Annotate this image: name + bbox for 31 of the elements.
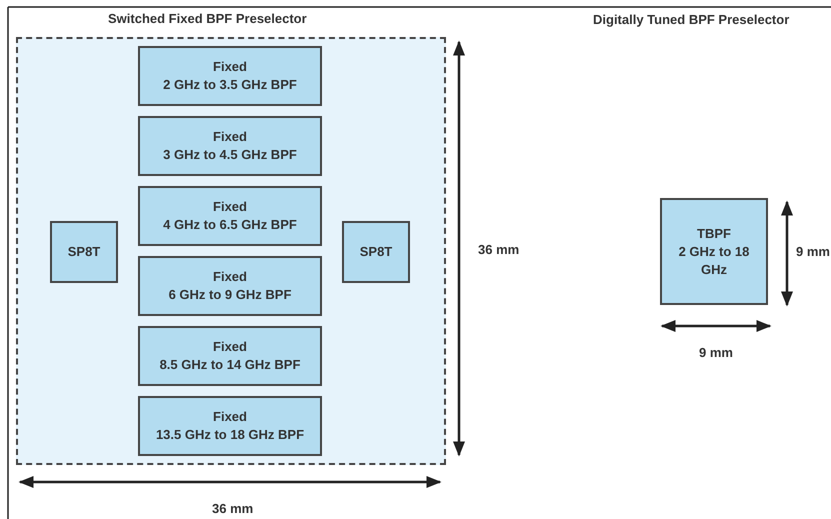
switch-box bbox=[342, 221, 410, 283]
frequency-range: 2 GHz to 3.5 GHz BPF bbox=[163, 76, 297, 94]
section-heading: Digitally Tuned BPF Preselector bbox=[593, 12, 790, 27]
dimension-label: 36 mm bbox=[478, 242, 520, 257]
frequency-range: 4 GHz to 6.5 GHz BPF bbox=[163, 216, 297, 234]
filter-box bbox=[138, 326, 322, 386]
section-heading: Switched Fixed BPF Preselector bbox=[108, 10, 307, 28]
switch-box bbox=[50, 221, 118, 283]
filter-title: TBPF bbox=[697, 224, 731, 242]
frequency-range: 8.5 GHz to 14 GHz BPF bbox=[160, 356, 300, 374]
filter-box bbox=[660, 198, 768, 305]
filter-title: Fixed bbox=[213, 338, 247, 356]
filter-title: Fixed bbox=[213, 58, 247, 76]
filter-title: Fixed bbox=[213, 408, 247, 426]
switch-label: SP8T bbox=[360, 243, 392, 261]
filter-box bbox=[138, 46, 322, 106]
dimension-label: 9 mm bbox=[699, 345, 733, 360]
frequency-range: 2 GHz to 18 GHz bbox=[678, 242, 750, 278]
filter-box bbox=[138, 116, 322, 176]
filter-title: Fixed bbox=[213, 128, 247, 146]
filter-box bbox=[138, 256, 322, 316]
frequency-range: 3 GHz to 4.5 GHz BPF bbox=[163, 146, 297, 164]
filter-title: Fixed bbox=[213, 198, 247, 216]
filter-box bbox=[138, 186, 322, 246]
dimension-label: 9 mm bbox=[796, 244, 830, 259]
switch-label: SP8T bbox=[68, 243, 100, 261]
dimension-label: 36 mm bbox=[212, 501, 254, 516]
frequency-range: 6 GHz to 9 GHz BPF bbox=[168, 286, 292, 304]
filter-box bbox=[138, 396, 322, 456]
frequency-range: 13.5 GHz to 18 GHz BPF bbox=[156, 426, 304, 444]
filter-title: Fixed bbox=[213, 268, 247, 286]
